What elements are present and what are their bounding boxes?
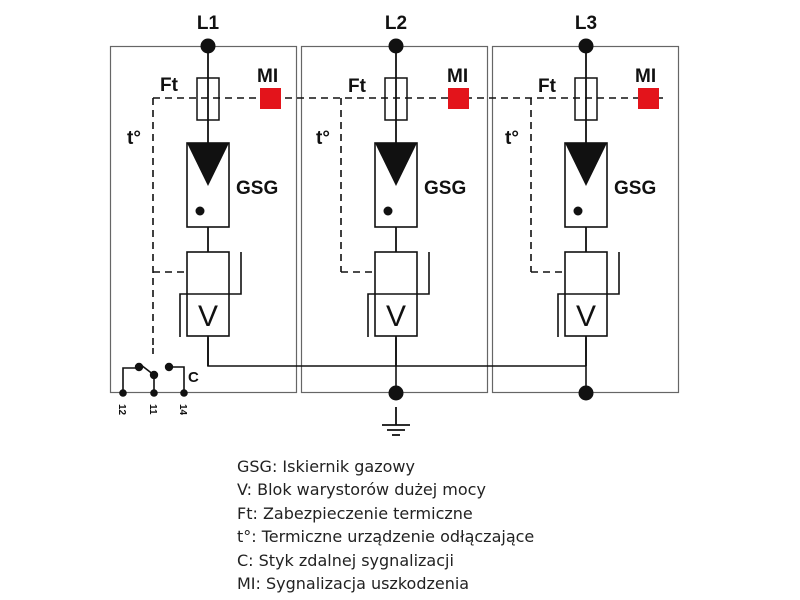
- fuse-icon: [574, 77, 598, 121]
- remote-contact: [119, 348, 188, 397]
- fuse-icon: [196, 77, 220, 121]
- ground-icon: [382, 407, 410, 436]
- terminal-label-14: 14: [177, 404, 188, 416]
- line-node: [200, 38, 216, 54]
- gap-label-2: GSG: [424, 178, 466, 199]
- fuse-label-1: Ft: [160, 75, 179, 96]
- varistor-thermal-icon: [367, 252, 430, 337]
- legend-item-c: C: Styk zdalnej sygnalizacji: [237, 550, 454, 570]
- fuse-label-3: Ft: [538, 76, 557, 97]
- gas-gap-dot: [383, 206, 393, 216]
- gas-gap-dot: [195, 206, 205, 216]
- varistor-label-2: V: [386, 300, 406, 333]
- gas-gap-arrow-icon: [565, 143, 607, 186]
- line-node: [388, 38, 404, 54]
- terminal-11: [150, 389, 158, 397]
- varistor-label-3: V: [576, 300, 596, 333]
- contact-label: C: [188, 369, 199, 386]
- varistor-thermal-icon: [179, 252, 242, 337]
- phase-3: [530, 38, 659, 366]
- indicator-label-1: MI: [257, 66, 278, 87]
- schematic-diagram: L1 L2 L3 Ft Ft Ft MI MI MI t° t° t° GSG …: [109, 13, 680, 436]
- legend: GSG: Iskiernik gazowy V: Blok warystorów…: [237, 455, 534, 595]
- fuse-icon: [384, 77, 408, 121]
- phase-2: [340, 38, 469, 366]
- terminal-14: [180, 389, 188, 397]
- pe-node-3: [578, 385, 594, 401]
- terminal-label-12: 12: [116, 404, 127, 416]
- indicator-icon: [260, 88, 281, 109]
- ground-bus-line: [207, 338, 586, 367]
- varistor-label-1: V: [198, 300, 218, 333]
- legend-item-t: t°: Termiczne urządzenie odłączające: [237, 527, 535, 547]
- pe-node-2: [388, 385, 404, 401]
- indicator-icon: [448, 88, 469, 109]
- line-node: [578, 38, 594, 54]
- gas-gap-arrow-icon: [375, 143, 417, 186]
- fuse-label-2: Ft: [348, 76, 367, 97]
- legend-item-ft: Ft: Zabezpieczenie termiczne: [237, 503, 473, 523]
- indicator-label-2: MI: [447, 66, 468, 87]
- temp-label-3: t°: [505, 128, 519, 149]
- line-label-l2: L2: [385, 13, 407, 34]
- legend-item-gsg: GSG: Iskiernik gazowy: [237, 457, 415, 476]
- line-label-l3: L3: [575, 13, 597, 34]
- terminal-12: [119, 389, 127, 397]
- phase-1: [152, 38, 281, 366]
- legend-item-mi: MI: Sygnalizacja uszkodzenia: [237, 574, 470, 594]
- varistor-thermal-icon: [557, 252, 620, 337]
- line-label-l1: L1: [197, 13, 220, 34]
- gas-gap-arrow-icon: [187, 143, 229, 186]
- indicator-label-3: MI: [635, 66, 656, 87]
- gap-label-3: GSG: [614, 178, 656, 199]
- temp-label-1: t°: [127, 128, 141, 149]
- legend-item-v: V: Blok warystorów dużej mocy: [237, 480, 486, 500]
- terminal-label-11: 11: [147, 404, 158, 415]
- indicator-icon: [638, 88, 659, 109]
- temp-label-2: t°: [316, 128, 330, 149]
- gas-gap-dot: [573, 206, 583, 216]
- gap-label-1: GSG: [236, 178, 278, 199]
